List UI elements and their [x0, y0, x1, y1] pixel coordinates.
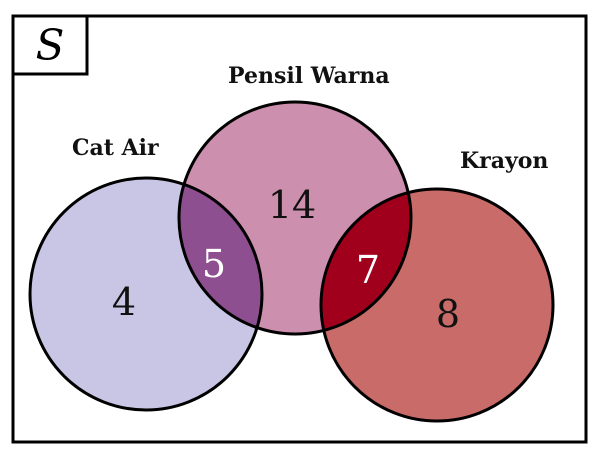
cat-air-label: Cat Air [72, 135, 159, 161]
krayon-outline [319, 187, 555, 423]
region-only-cat-air: 4 [112, 280, 136, 324]
region-only-pensil-warna: 14 [268, 183, 316, 227]
universe-label-box [11, 14, 89, 76]
region-pensil-warna-krayon: 7 [356, 248, 380, 292]
pensil-warna-label: Pensil Warna [228, 63, 390, 89]
universe-label: S [36, 21, 65, 70]
pensil-warna-outline [177, 100, 413, 336]
cat-air-pensil-warna-overlap [179, 178, 262, 334]
pensil-warna-krayon-overlap [321, 189, 411, 334]
region-only-krayon: 8 [436, 292, 460, 336]
cat-air-outline [28, 176, 264, 412]
krayon-label: Krayon [460, 148, 548, 174]
region-cat-air-pensil-warna: 5 [202, 242, 226, 286]
